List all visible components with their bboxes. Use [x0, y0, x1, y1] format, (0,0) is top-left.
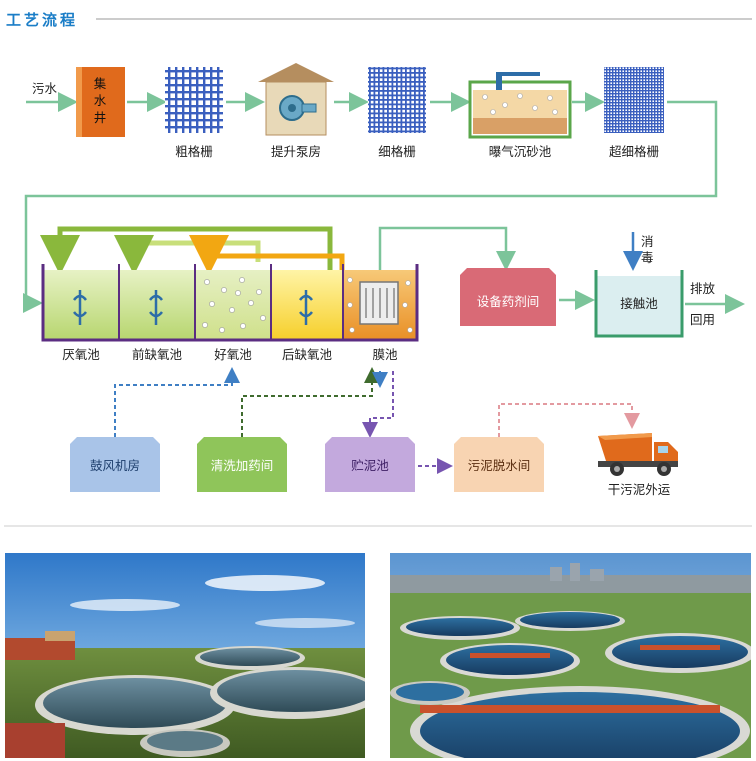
truck-icon — [598, 433, 678, 476]
fine-screen-icon — [368, 67, 426, 133]
label-cleaning-dosing: 清洗加药间 — [211, 458, 274, 473]
tank-post-anoxic — [271, 270, 343, 340]
label-aerobic: 好氧池 — [214, 347, 252, 362]
label-post-anoxic: 后缺氧池 — [282, 347, 333, 362]
section-title: 工艺流程 — [6, 11, 78, 29]
tank-pre-anoxic — [119, 270, 195, 340]
ultrafine-screen-icon — [604, 67, 664, 133]
label-reuse: 回用 — [690, 312, 715, 327]
label-collect-well: 集水井 — [94, 76, 107, 125]
label-lift-pump: 提升泵房 — [271, 144, 321, 159]
sludge-storage-box — [325, 437, 415, 492]
plant-photo-left — [5, 553, 365, 758]
label-disinfect-1: 消 — [641, 234, 654, 249]
recycle-line-green — [40, 226, 333, 275]
coarse-screen-icon — [165, 67, 223, 133]
label-anoxic: 厌氧池 — [62, 347, 100, 362]
label-aerated-grit: 曝气沉砂池 — [489, 144, 552, 159]
tank-aerobic — [195, 270, 271, 340]
tank-anoxic — [43, 270, 119, 340]
flow-connector — [378, 226, 516, 271]
dewatering-box — [454, 437, 544, 492]
flow-connector — [23, 100, 718, 313]
dry-sludge-line — [498, 403, 640, 437]
label-coarse-screen: 粗格栅 — [175, 144, 213, 159]
label-membrane: 膜池 — [372, 347, 398, 362]
dosing-line — [241, 367, 380, 437]
label-fine-screen: 细格栅 — [378, 144, 416, 159]
plant-photo-right — [390, 553, 751, 758]
label-ultrafine-screen: 超细格栅 — [609, 144, 659, 159]
tank-outline — [41, 264, 419, 342]
label-discharge: 排放 — [690, 281, 716, 296]
label-blower-room: 鼓风机房 — [90, 458, 140, 473]
label-sludge-out: 干污泥外运 — [608, 482, 671, 497]
pump-house-icon — [258, 63, 334, 136]
equipment-room-box — [460, 268, 556, 326]
aerated-grit-icon — [468, 72, 572, 139]
cleaning-dosing-box — [197, 437, 287, 492]
tank-membrane — [343, 270, 417, 340]
blower-room-box — [70, 437, 160, 492]
sludge-line — [362, 371, 394, 438]
label-contact-tank: 接触池 — [620, 296, 658, 311]
contact-tank — [594, 270, 684, 338]
label-disinfect-2: 毒 — [641, 250, 654, 265]
label-sewage: 污水 — [32, 81, 58, 96]
recycle-line-orange — [189, 235, 345, 275]
air-line — [114, 367, 240, 437]
label-equipment-room: 设备药剂间 — [477, 294, 540, 309]
process-flow-diagram: 工艺流程 污水 集水井 粗格栅 提升泵房 细格栅 曝气沉砂池 超细 — [4, 11, 752, 527]
label-dewatering: 污泥脱水间 — [468, 458, 531, 473]
collect-well-icon — [76, 67, 125, 137]
label-pre-anoxic: 前缺氧池 — [132, 347, 183, 362]
label-sludge-storage: 贮泥池 — [351, 458, 389, 473]
